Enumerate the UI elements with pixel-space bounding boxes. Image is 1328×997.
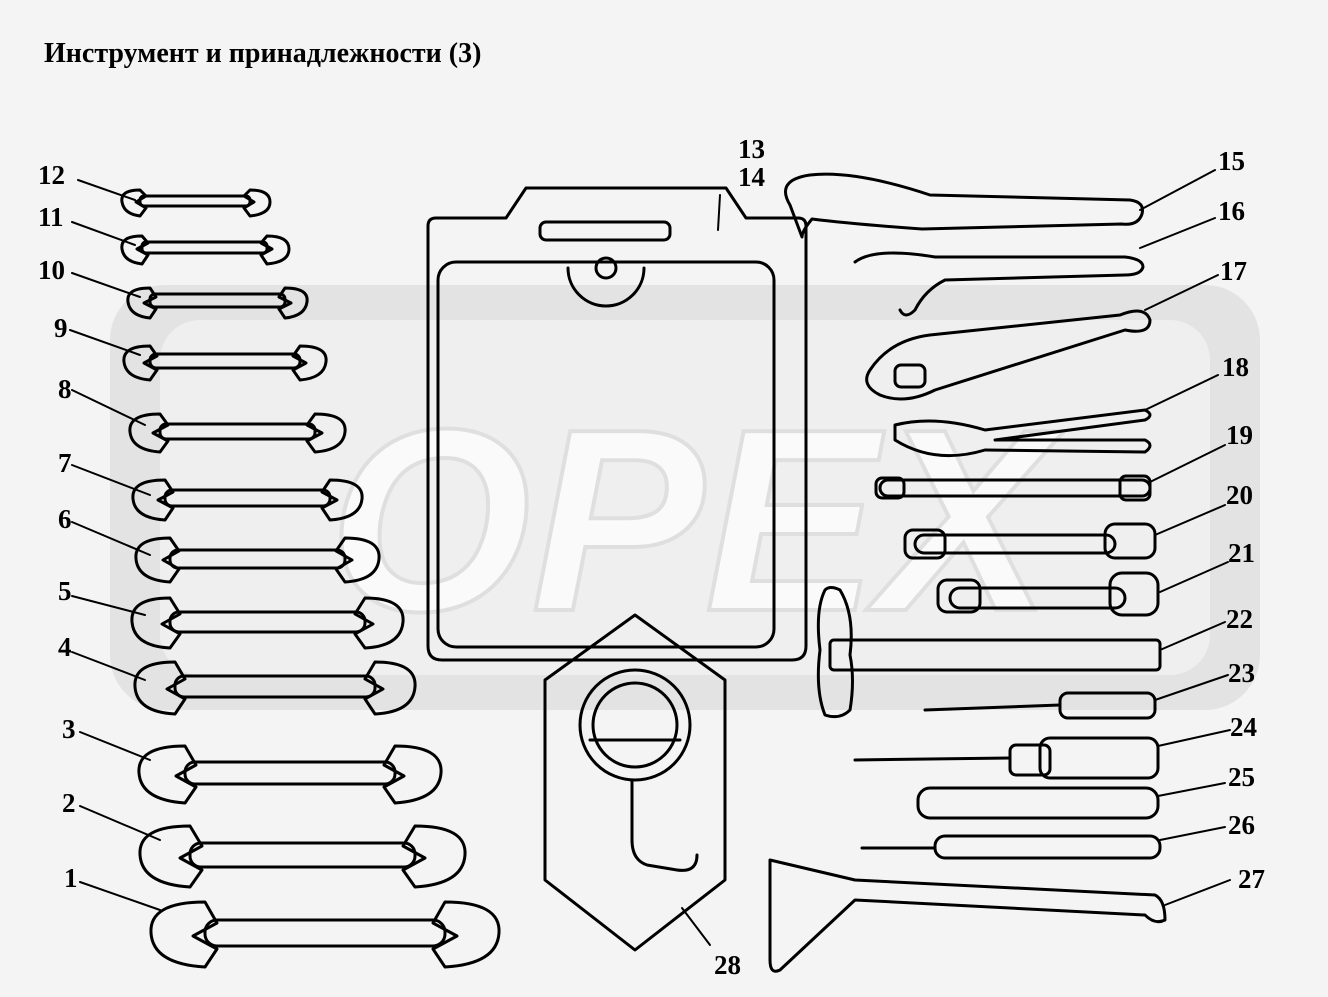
callout-7: 7 <box>58 448 72 478</box>
callout-18: 18 <box>1222 352 1249 382</box>
wrench-9 <box>122 344 328 382</box>
callout-27: 27 <box>1238 864 1265 894</box>
wrench-4 <box>133 660 417 716</box>
wrench-10 <box>126 286 309 320</box>
callout-17: 17 <box>1220 256 1247 286</box>
callout-22: 22 <box>1226 604 1253 634</box>
box-wrench-20 <box>903 504 1226 560</box>
tire-lever-27 <box>768 858 1231 973</box>
callout-16: 16 <box>1218 196 1245 226</box>
wrench-7 <box>131 478 364 522</box>
callout-8: 8 <box>58 374 72 404</box>
callout-28: 28 <box>714 950 741 980</box>
pliers-18 <box>893 374 1219 458</box>
callout-4: 4 <box>58 632 72 662</box>
adjustable-spanner-16 <box>853 217 1216 317</box>
callout-15: 15 <box>1218 146 1245 176</box>
screwdriver-24 <box>853 729 1231 780</box>
opex-watermark: OPEX <box>110 285 1260 710</box>
box-wrench-19 <box>874 444 1226 502</box>
wrench-1 <box>149 900 501 969</box>
wrench-11 <box>120 234 291 266</box>
screwdriver-23 <box>923 674 1229 720</box>
wrench-6 <box>134 536 381 584</box>
box-wrench-21 <box>936 561 1229 617</box>
wrench-8 <box>128 412 347 454</box>
callout-26: 26 <box>1228 810 1255 840</box>
callout-14: 14 <box>738 162 765 192</box>
callout-23: 23 <box>1228 658 1255 688</box>
callout-20: 20 <box>1226 480 1253 510</box>
offset-ring-wrench-17 <box>865 274 1219 401</box>
hook-spanner-15 <box>784 169 1216 239</box>
callout-13: 13 <box>738 134 765 164</box>
callout-5: 5 <box>58 576 72 606</box>
tool-26 <box>860 826 1226 860</box>
page-title: Инструмент и принадлежности (3) <box>44 38 482 69</box>
wrench-3 <box>137 744 443 805</box>
wrench-2 <box>138 824 467 889</box>
pressure-gauge <box>543 613 727 952</box>
callout-12: 12 <box>38 160 65 190</box>
callout-19: 19 <box>1226 420 1253 450</box>
callout-25: 25 <box>1228 762 1255 792</box>
callout-24: 24 <box>1230 712 1257 742</box>
callout-9: 9 <box>54 313 68 343</box>
callout-10: 10 <box>38 255 65 285</box>
callout-21: 21 <box>1228 538 1255 568</box>
callout-2: 2 <box>62 788 76 818</box>
wrench-5 <box>130 596 405 650</box>
wrench-12 <box>120 188 272 218</box>
callout-1: 1 <box>64 863 78 893</box>
callout-6: 6 <box>58 504 72 534</box>
hammer-22 <box>816 586 1226 719</box>
callout-3: 3 <box>62 714 76 744</box>
callout-11: 11 <box>38 202 64 232</box>
tool-25 <box>916 782 1226 820</box>
leader-lines-left <box>69 179 161 911</box>
